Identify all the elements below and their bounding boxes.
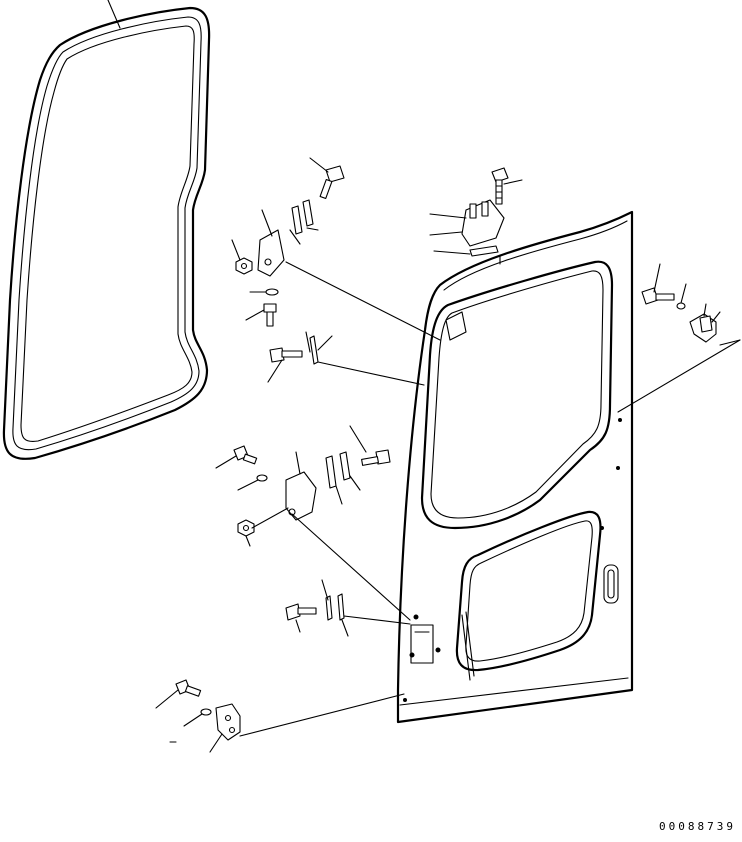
drawing-number: 00088739 <box>659 820 736 833</box>
right-latch-group <box>617 263 741 413</box>
window-seal-gasket <box>2 0 211 460</box>
cab-door-panel <box>396 210 634 724</box>
lower-latch-group <box>155 679 405 753</box>
lower-hinge-group <box>215 425 411 621</box>
upper-left-hinge-group <box>231 157 441 386</box>
upper-hinge-assembly <box>429 167 523 265</box>
lock-mount-group <box>285 579 411 637</box>
